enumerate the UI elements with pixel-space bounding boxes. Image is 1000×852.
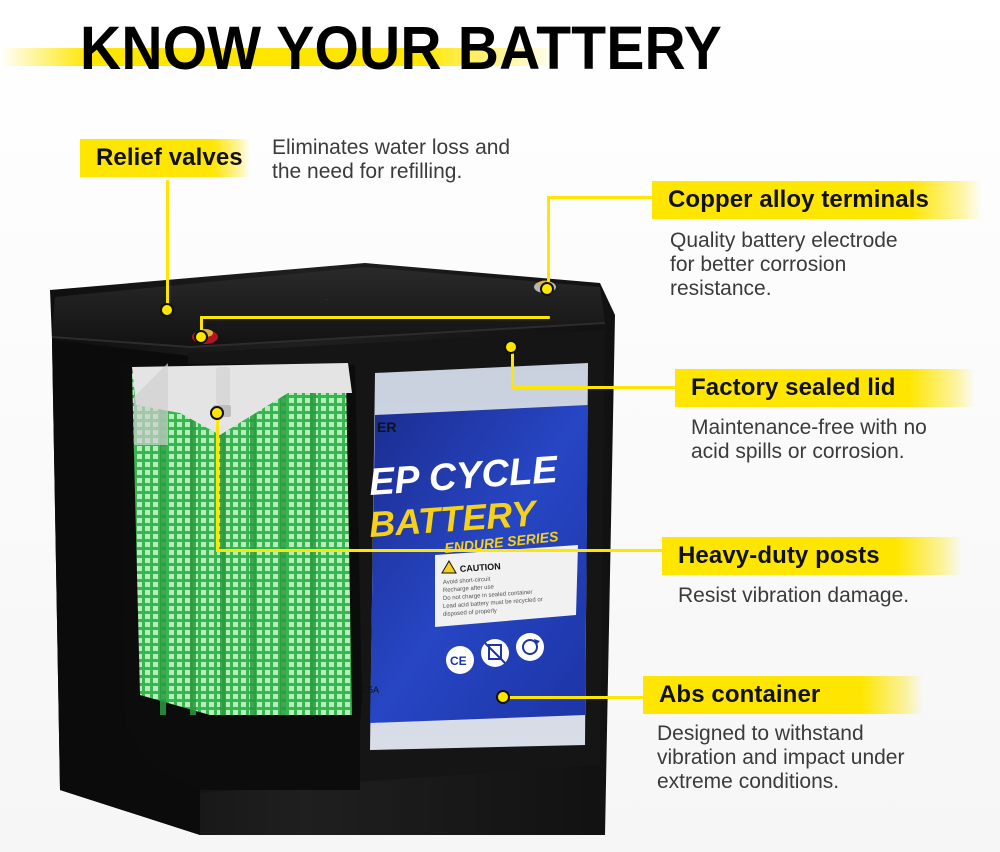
callout-line-copper-vertical [547,196,550,288]
title-highlight-bar [0,48,560,66]
copper-terminals-label: Copper alloy terminals [652,181,982,219]
plate-tops [132,363,352,435]
battery-lid [52,267,605,347]
center-post [216,367,230,405]
callout-line-terminal-lower-vertical [200,316,203,338]
ce-mark: CE [450,654,467,668]
brand-fragment: ER [377,419,396,435]
title-block: KNOW YOUR BATTERY [0,10,760,98]
abs-container-description: Designed to withstand vibration and impa… [657,722,905,793]
copper-terminals-description: Quality battery electrode for better cor… [670,229,898,300]
heavy-duty-posts-description: Resist vibration damage. [678,584,910,607]
caution-line: disposed of properly [443,608,497,618]
battery-illustration: - ER EP CYCLE BATTERY ENDURE SERIES CAUT… [50,263,615,835]
callout-line-factory-horizontal [511,386,677,389]
relief-valves-label: Relief valves [80,139,250,177]
heavy-dot-icon [210,406,224,420]
positive-terminal-dot-icon [194,330,208,344]
caution-panel [435,545,578,627]
factory-sealed-lid-description: Maintenance-free with no acid spills or … [691,416,927,463]
callout-line-heavy-horizontal [216,549,664,552]
callout-line-heavy-vertical [216,414,219,552]
battery-plates [132,373,352,715]
callout-line-abs [508,696,645,699]
caution-title: CAUTION [459,561,501,574]
caution-line: Recharge after use [443,584,495,594]
ce-icon [446,646,474,674]
caution-line: Avoid short-circuit [443,577,491,586]
callout-line-terminal-lower-horizontal [200,316,550,319]
relief-dot-icon [160,303,174,317]
callout-line-relief [166,180,169,310]
factory-dot-icon [504,340,518,354]
abs-dot-icon [496,690,510,704]
callout-line-copper-horizontal [547,196,655,199]
lid-marking: - [325,294,328,304]
abs-container-label: Abs container [643,676,923,714]
heavy-duty-posts-label: Heavy-duty posts [662,537,962,575]
copper-dot-icon [540,282,554,296]
page-title: KNOW YOUR BATTERY [80,13,723,83]
recycle-icon [516,633,544,661]
plate-separators [160,375,316,715]
warning-icon [441,560,457,574]
factory-sealed-lid-label: Factory sealed lid [675,369,975,407]
relief-valves-description: Eliminates water loss and the need for r… [272,136,511,183]
callout-line-factory-vertical [511,345,514,389]
